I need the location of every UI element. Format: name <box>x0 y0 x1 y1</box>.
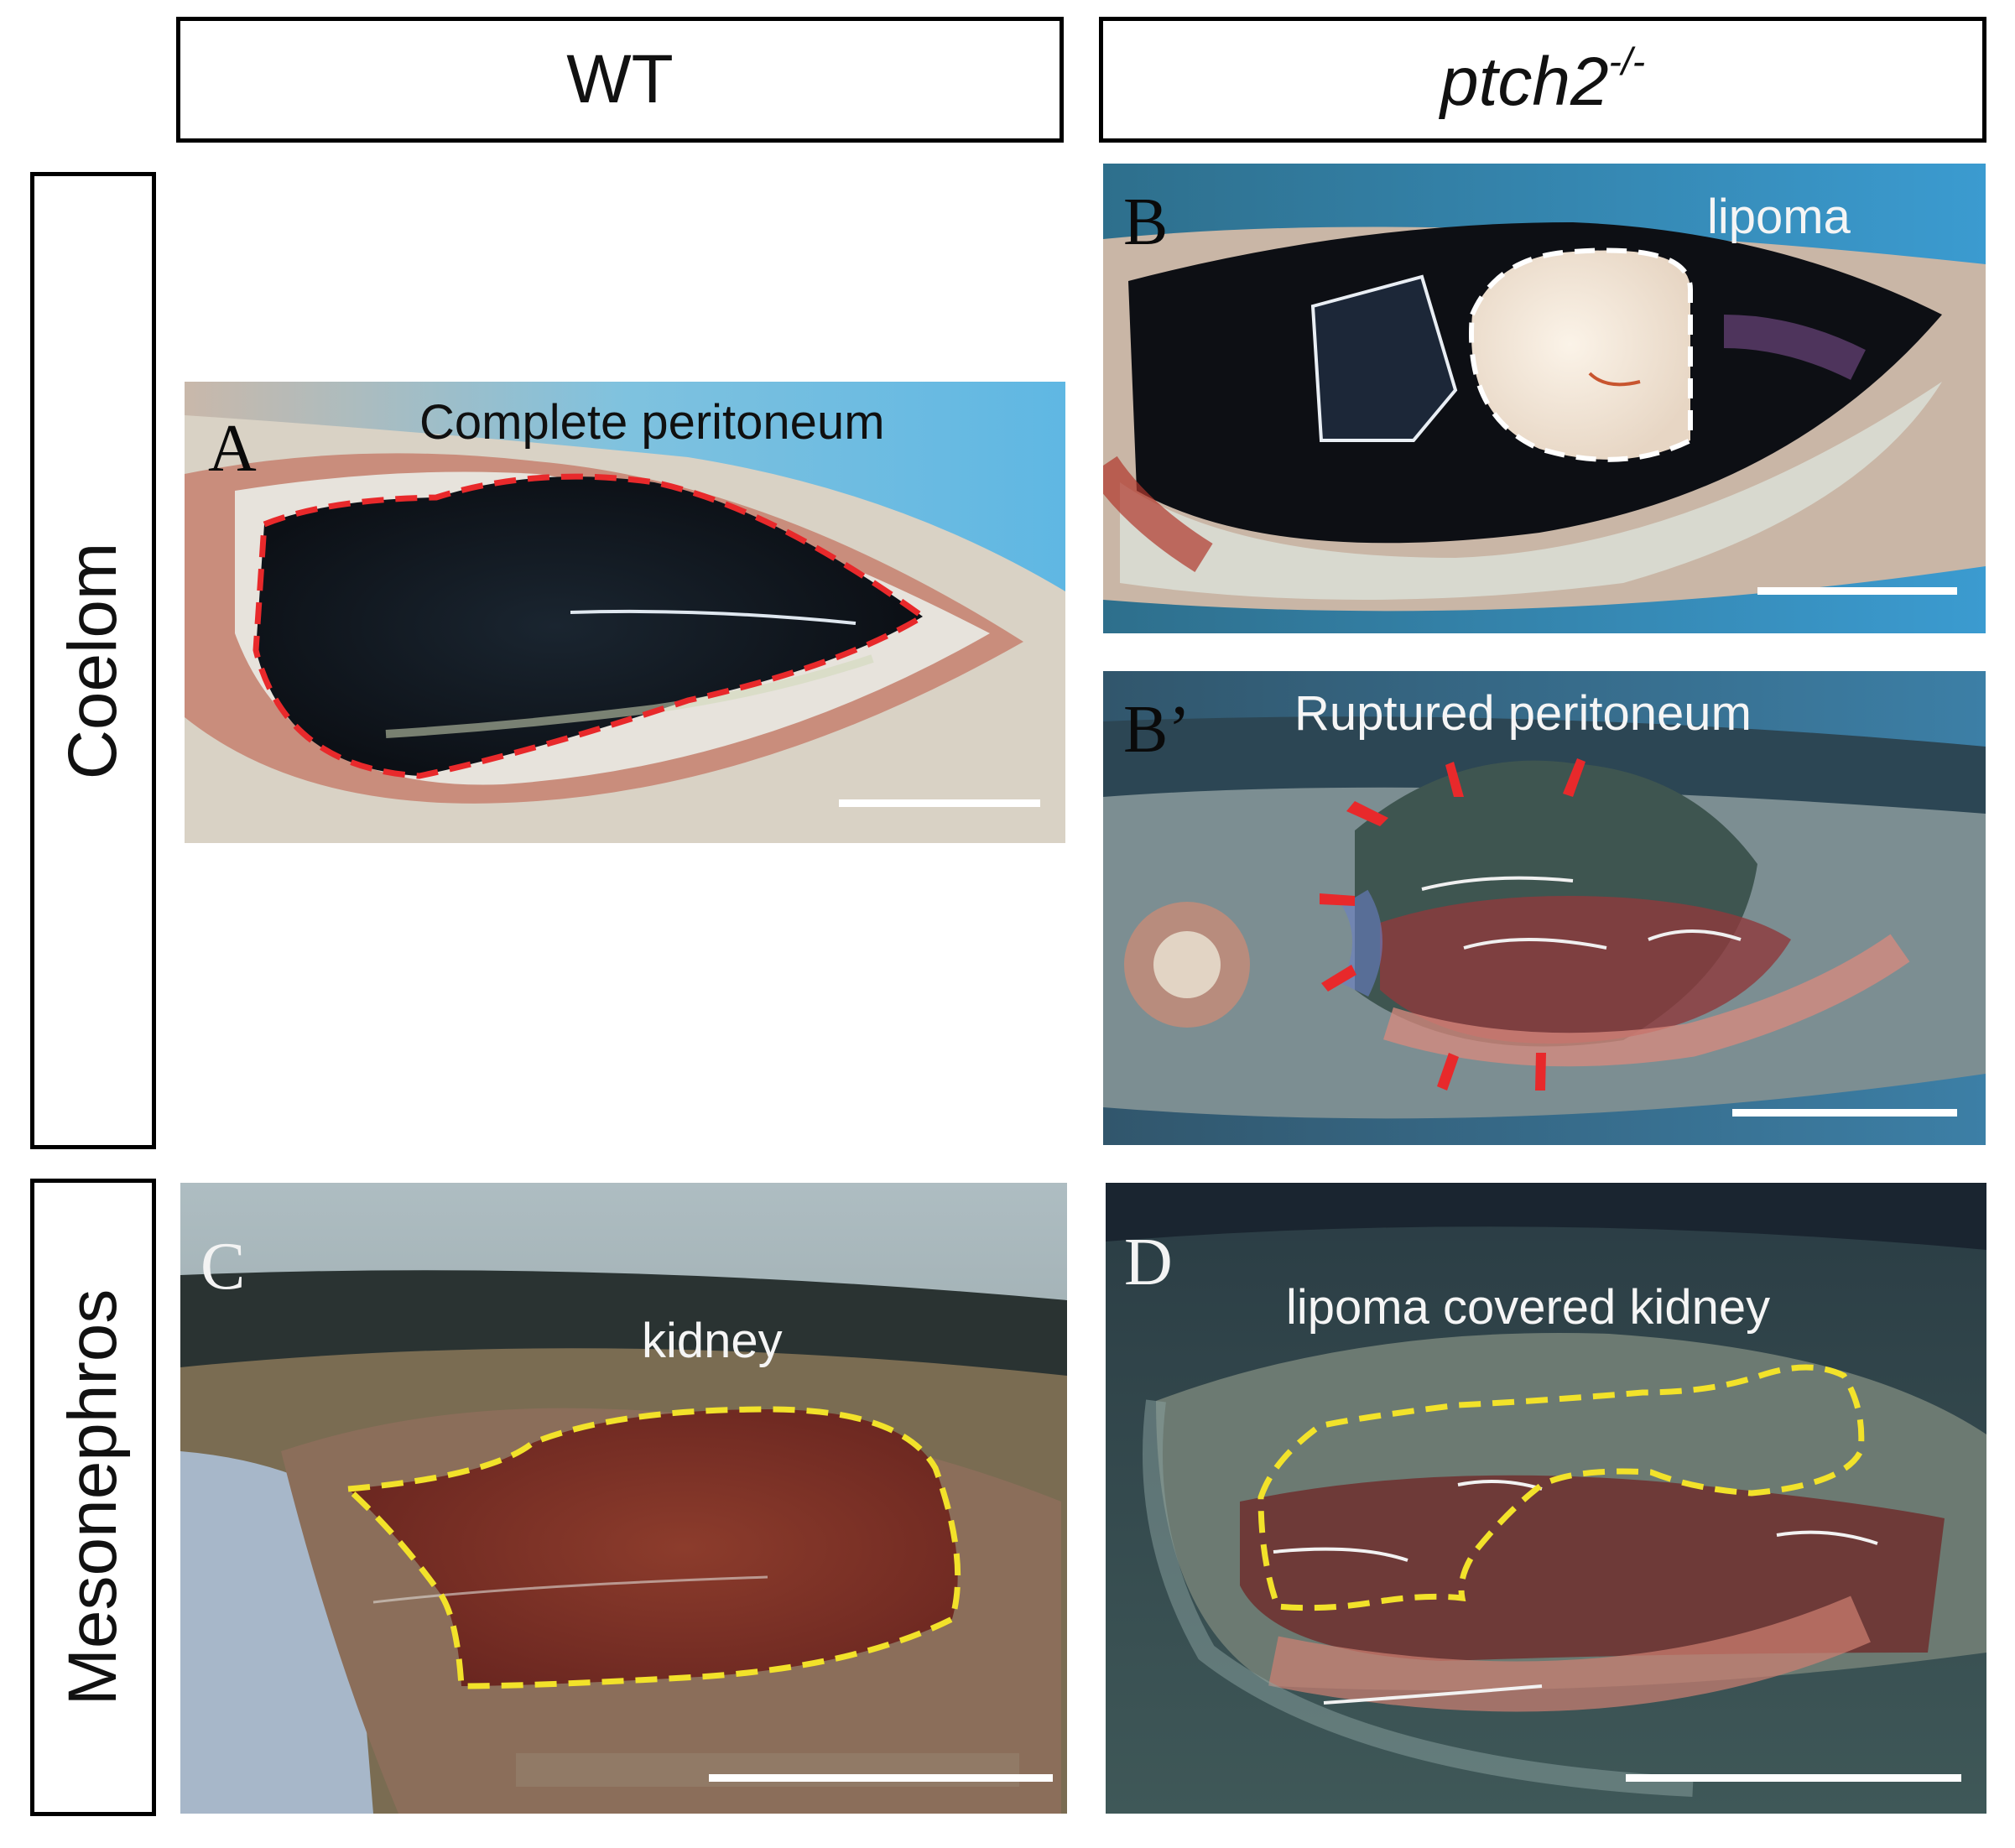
panel-b-prime-scale-bar <box>1732 1109 1957 1117</box>
panel-c-photo: C kidney <box>180 1183 1067 1814</box>
panel-b-scale-bar <box>1757 587 1957 595</box>
panel-b-annotation: lipoma <box>1707 190 1851 244</box>
panel-b-prime-arrows <box>1320 758 1585 1091</box>
panel-b-prime-photo: B’ Ruptured peritoneum <box>1103 671 1986 1145</box>
gene-name: ptch2 <box>1440 43 1609 120</box>
panel-a-image <box>185 382 1065 843</box>
panel-c-image <box>180 1183 1067 1814</box>
genotype-superscript: -/- <box>1608 39 1646 83</box>
panel-a-letter: A <box>208 412 257 486</box>
panel-c-annotation: kidney <box>642 1314 783 1368</box>
panel-b-image <box>1103 164 1986 633</box>
row-header-coelom: Coelom <box>30 172 156 1149</box>
panel-a-annotation: Complete peritoneum <box>419 395 885 450</box>
panel-a-scale-bar <box>839 799 1040 807</box>
panel-c-scale-bar <box>709 1774 1053 1782</box>
panel-b-prime-letter: B’ <box>1123 693 1190 767</box>
column-header-mutant: ptch2-/- <box>1099 17 1986 143</box>
row-header-mesonephros-label: Mesonephros <box>55 1288 131 1706</box>
panel-a-peritoneum-outline <box>253 473 929 779</box>
panel-b-prime-annotation: Ruptured peritoneum <box>1294 686 1752 741</box>
column-header-mutant-label: ptch2-/- <box>1440 39 1645 122</box>
panel-c-letter: C <box>200 1230 246 1304</box>
column-header-wt: WT <box>176 17 1064 143</box>
panel-b-photo: B lipoma <box>1103 164 1986 633</box>
panel-b-lipoma-outline <box>1469 247 1693 462</box>
row-header-coelom-label: Coelom <box>55 542 131 779</box>
panel-d-kidney-outline <box>1257 1364 1865 1611</box>
panel-d-annotation: lipoma covered kidney <box>1286 1280 1771 1335</box>
panel-a-photo: A Complete peritoneum <box>185 382 1065 843</box>
panel-d-scale-bar <box>1626 1774 1961 1782</box>
panel-b-letter: B <box>1123 185 1169 259</box>
panel-d-image <box>1106 1183 1986 1814</box>
row-header-mesonephros: Mesonephros <box>30 1179 156 1816</box>
panel-c-kidney-outline <box>341 1406 961 1689</box>
panel-d-photo: D lipoma covered kidney <box>1106 1183 1986 1814</box>
column-header-wt-label: WT <box>566 41 674 117</box>
panel-d-letter: D <box>1124 1226 1173 1299</box>
panel-b-prime-image <box>1103 671 1986 1145</box>
